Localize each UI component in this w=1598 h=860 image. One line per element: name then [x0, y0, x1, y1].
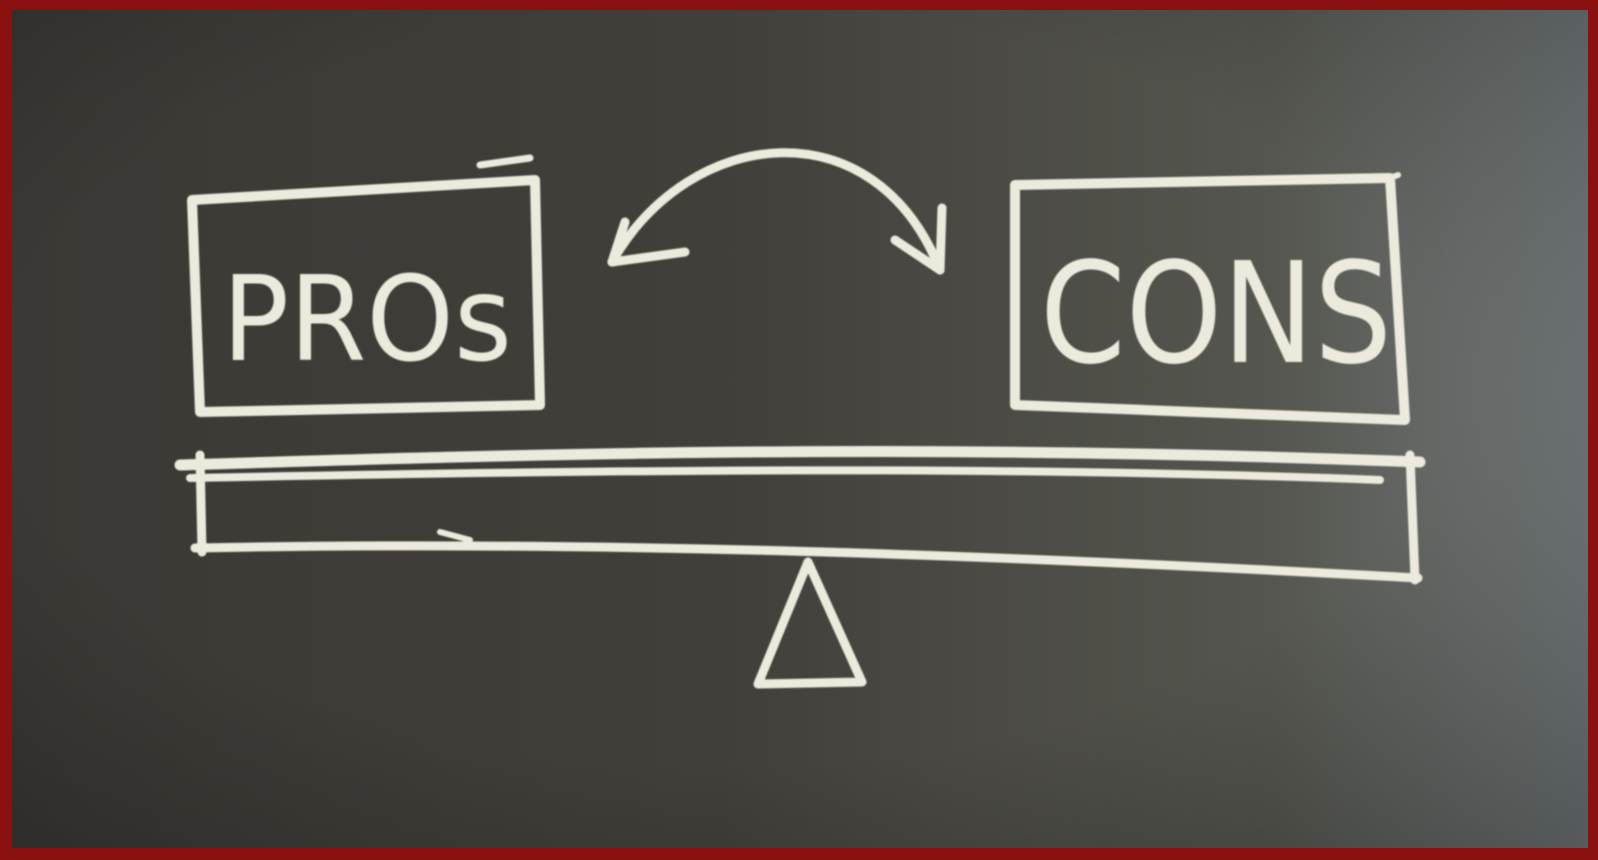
- pros-label: PROs: [222, 250, 512, 388]
- fulcrum-icon: [753, 557, 867, 689]
- exchange-arrows-icon: [607, 148, 947, 275]
- balance-plank: [174, 446, 1426, 585]
- cons-box: [1010, 173, 1410, 425]
- cons-label: CONS: [1040, 233, 1392, 396]
- pros-box: [187, 175, 545, 417]
